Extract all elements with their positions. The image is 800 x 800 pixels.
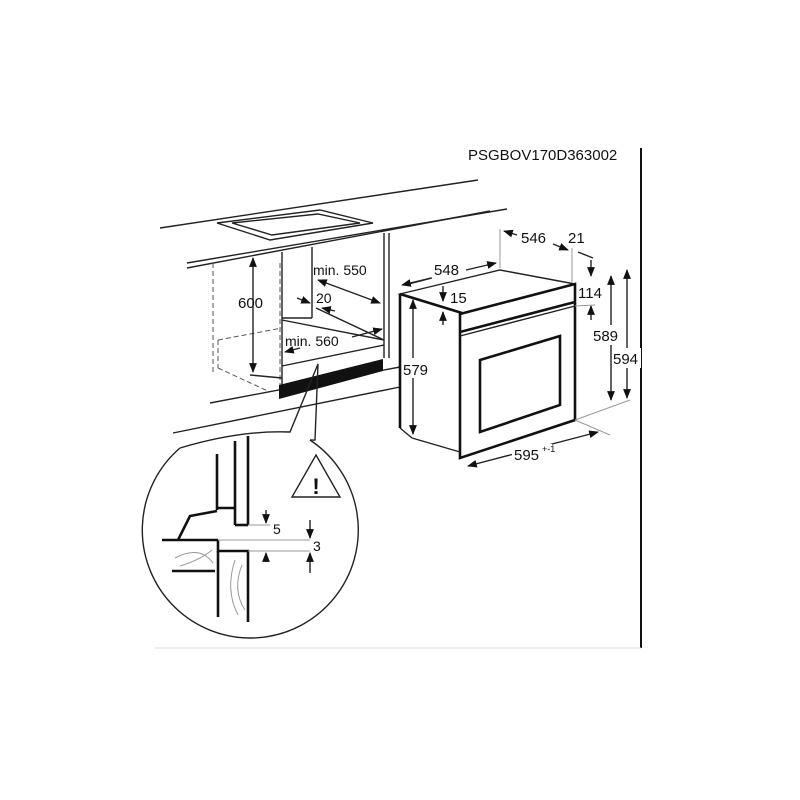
oven-width-label: 595 [514, 447, 539, 464]
detail-callout: ! [141, 363, 359, 639]
oven-body-height-label: 579 [403, 362, 428, 379]
cabinet-width-label: min. 560 [285, 333, 339, 349]
detail-gap-top-label: 5 [273, 521, 281, 537]
warning-triangle-icon [290, 453, 342, 498]
oven-top-offset-label: 15 [450, 290, 467, 307]
cabinet-depth-label: min. 550 [313, 262, 367, 278]
oven-width-tolerance: +-1 [542, 444, 555, 454]
cabinet-height-label: 600 [238, 295, 263, 312]
oven-window [478, 334, 562, 434]
oven-depth-body-label: 546 [521, 230, 546, 247]
plinth [279, 359, 383, 399]
detail-gap-bottom-label: 3 [313, 538, 321, 554]
product-code: PSGBOV170D363002 [468, 147, 617, 164]
svg-text:!: ! [312, 474, 319, 499]
oven-inner-height-label: 589 [593, 328, 618, 345]
oven-panel-label: 114 [578, 285, 602, 302]
kitchen-cabinet [159, 179, 508, 434]
cabinet-gap-label: 20 [316, 290, 332, 306]
oven-height-label: 594 [613, 351, 638, 368]
oven-front-depth-label: 21 [568, 230, 585, 247]
oven-depth-total-label: 548 [434, 262, 459, 279]
hob [216, 209, 374, 241]
